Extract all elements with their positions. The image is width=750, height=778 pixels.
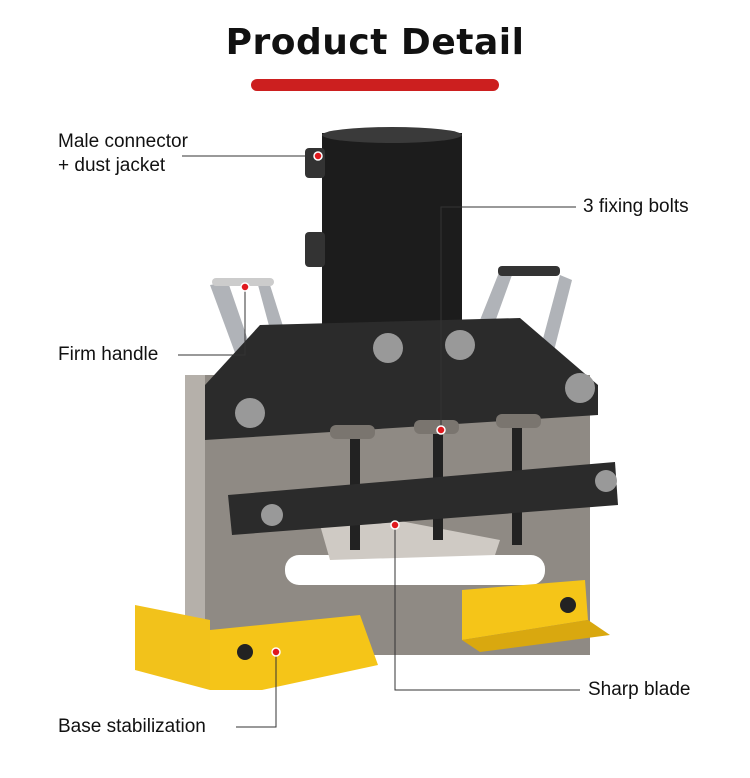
top-frame	[205, 318, 598, 440]
page-title: Product Detail	[225, 22, 525, 63]
handle-grip-right	[498, 266, 560, 276]
callout-connector-line2: + dust jacket	[58, 155, 166, 176]
callout-blade: Sharp blade	[588, 679, 691, 700]
callout-dot	[390, 520, 400, 530]
cutting-slot	[285, 555, 545, 585]
clamp-bar	[228, 462, 618, 535]
title-underline	[251, 79, 499, 91]
callout-dot	[271, 647, 281, 657]
callout-dot	[436, 425, 446, 435]
callout-connector: Male connector + dust jacket	[58, 130, 188, 178]
fixing-bolt	[496, 414, 541, 428]
base-foot-left-side	[135, 605, 210, 690]
blade	[320, 520, 500, 560]
hydraulic-cylinder	[322, 133, 462, 328]
callout-bolts: 3 fixing bolts	[583, 196, 689, 217]
callout-connector-line1: Male connector	[58, 131, 188, 152]
base-foot-left	[210, 615, 378, 690]
fixing-bolt	[330, 425, 375, 439]
callout-dot	[313, 151, 323, 161]
callout-handle: Firm handle	[58, 344, 159, 365]
callout-dot	[240, 282, 250, 292]
fixing-bolt	[414, 420, 459, 434]
callout-base: Base stabilization	[58, 716, 206, 737]
handle-grip-left	[212, 278, 274, 286]
